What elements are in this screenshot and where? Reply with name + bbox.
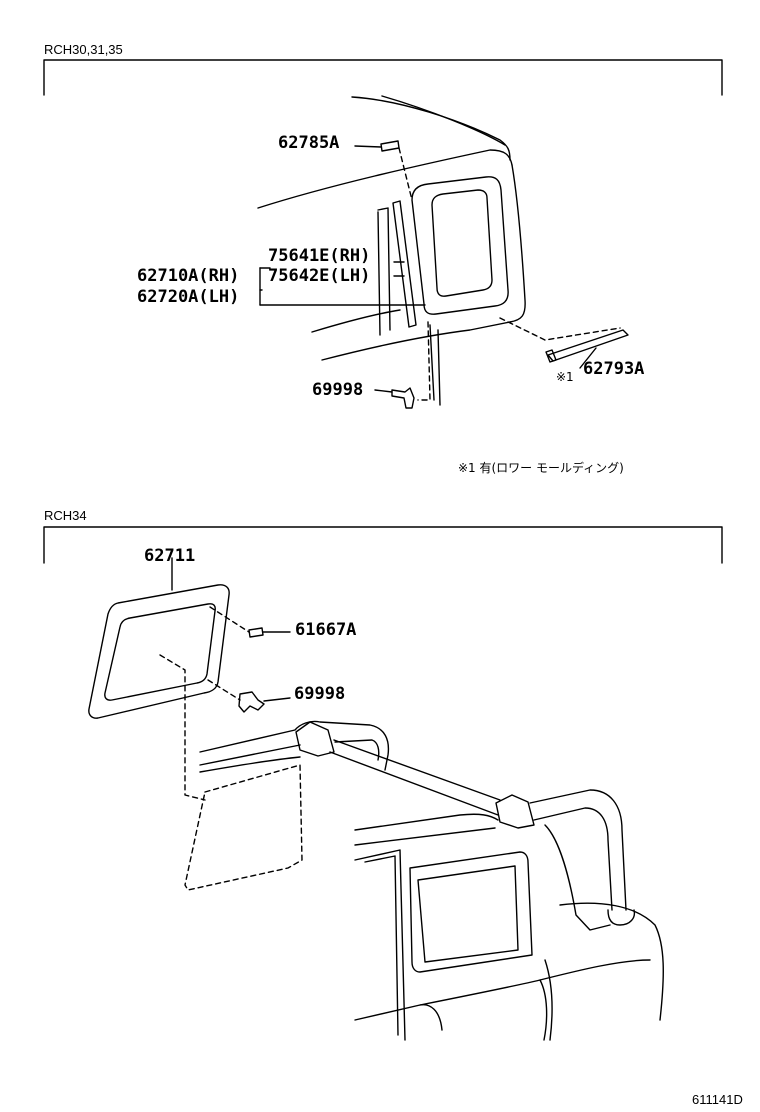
section-label-bottom: RCH34 bbox=[44, 508, 87, 523]
clip-69998-top bbox=[391, 387, 415, 409]
callout-61667A: 61667A bbox=[295, 620, 357, 640]
quarter-window-glass bbox=[411, 176, 509, 315]
callout-69998-bottom: 69998 bbox=[294, 684, 346, 704]
dashed-69998-bottom bbox=[207, 679, 241, 701]
section-bracket-top bbox=[43, 59, 723, 96]
vehicle-body-bottom bbox=[199, 720, 664, 1041]
callout-62710A-rh: 62710A(RH) bbox=[137, 266, 240, 286]
leader-62793A bbox=[579, 347, 597, 369]
dashed-61667A bbox=[209, 606, 250, 633]
footnote-note: ※1 有(ロワー モールディング) bbox=[458, 461, 624, 475]
window-62711 bbox=[88, 584, 230, 719]
note-mark-62793A: ※1 bbox=[556, 370, 574, 384]
document-code: 611141D bbox=[692, 1092, 743, 1107]
dashed-window-outline bbox=[159, 654, 303, 891]
bracket-leaders-top bbox=[259, 261, 426, 306]
callout-69998-top: 69998 bbox=[312, 380, 364, 400]
callout-62785A: 62785A bbox=[278, 133, 340, 153]
clip-61667A bbox=[248, 627, 264, 638]
section-bracket-bottom bbox=[43, 526, 723, 564]
dashed-62793A bbox=[499, 317, 621, 341]
section-label-top: RCH30,31,35 bbox=[44, 42, 123, 57]
callout-62711: 62711 bbox=[144, 546, 196, 566]
callout-75641E-rh: 75641E(RH) bbox=[268, 246, 371, 266]
leader-69998-bottom bbox=[263, 697, 291, 702]
dashed-62785A bbox=[398, 147, 413, 201]
weatherstrip-part bbox=[392, 200, 417, 328]
callout-75642E-lh: 75642E(LH) bbox=[268, 266, 371, 286]
leader-69998-top bbox=[374, 389, 393, 393]
lower-moulding-62793A bbox=[545, 329, 629, 363]
clip-62785A bbox=[380, 140, 400, 152]
clip-69998-bottom bbox=[238, 691, 265, 713]
leader-62785A bbox=[354, 145, 382, 148]
callout-62793A: 62793A bbox=[583, 359, 645, 379]
dashed-69998-top bbox=[417, 321, 431, 401]
vehicle-body-top bbox=[257, 95, 526, 406]
callout-62720A-lh: 62720A(LH) bbox=[137, 287, 240, 307]
